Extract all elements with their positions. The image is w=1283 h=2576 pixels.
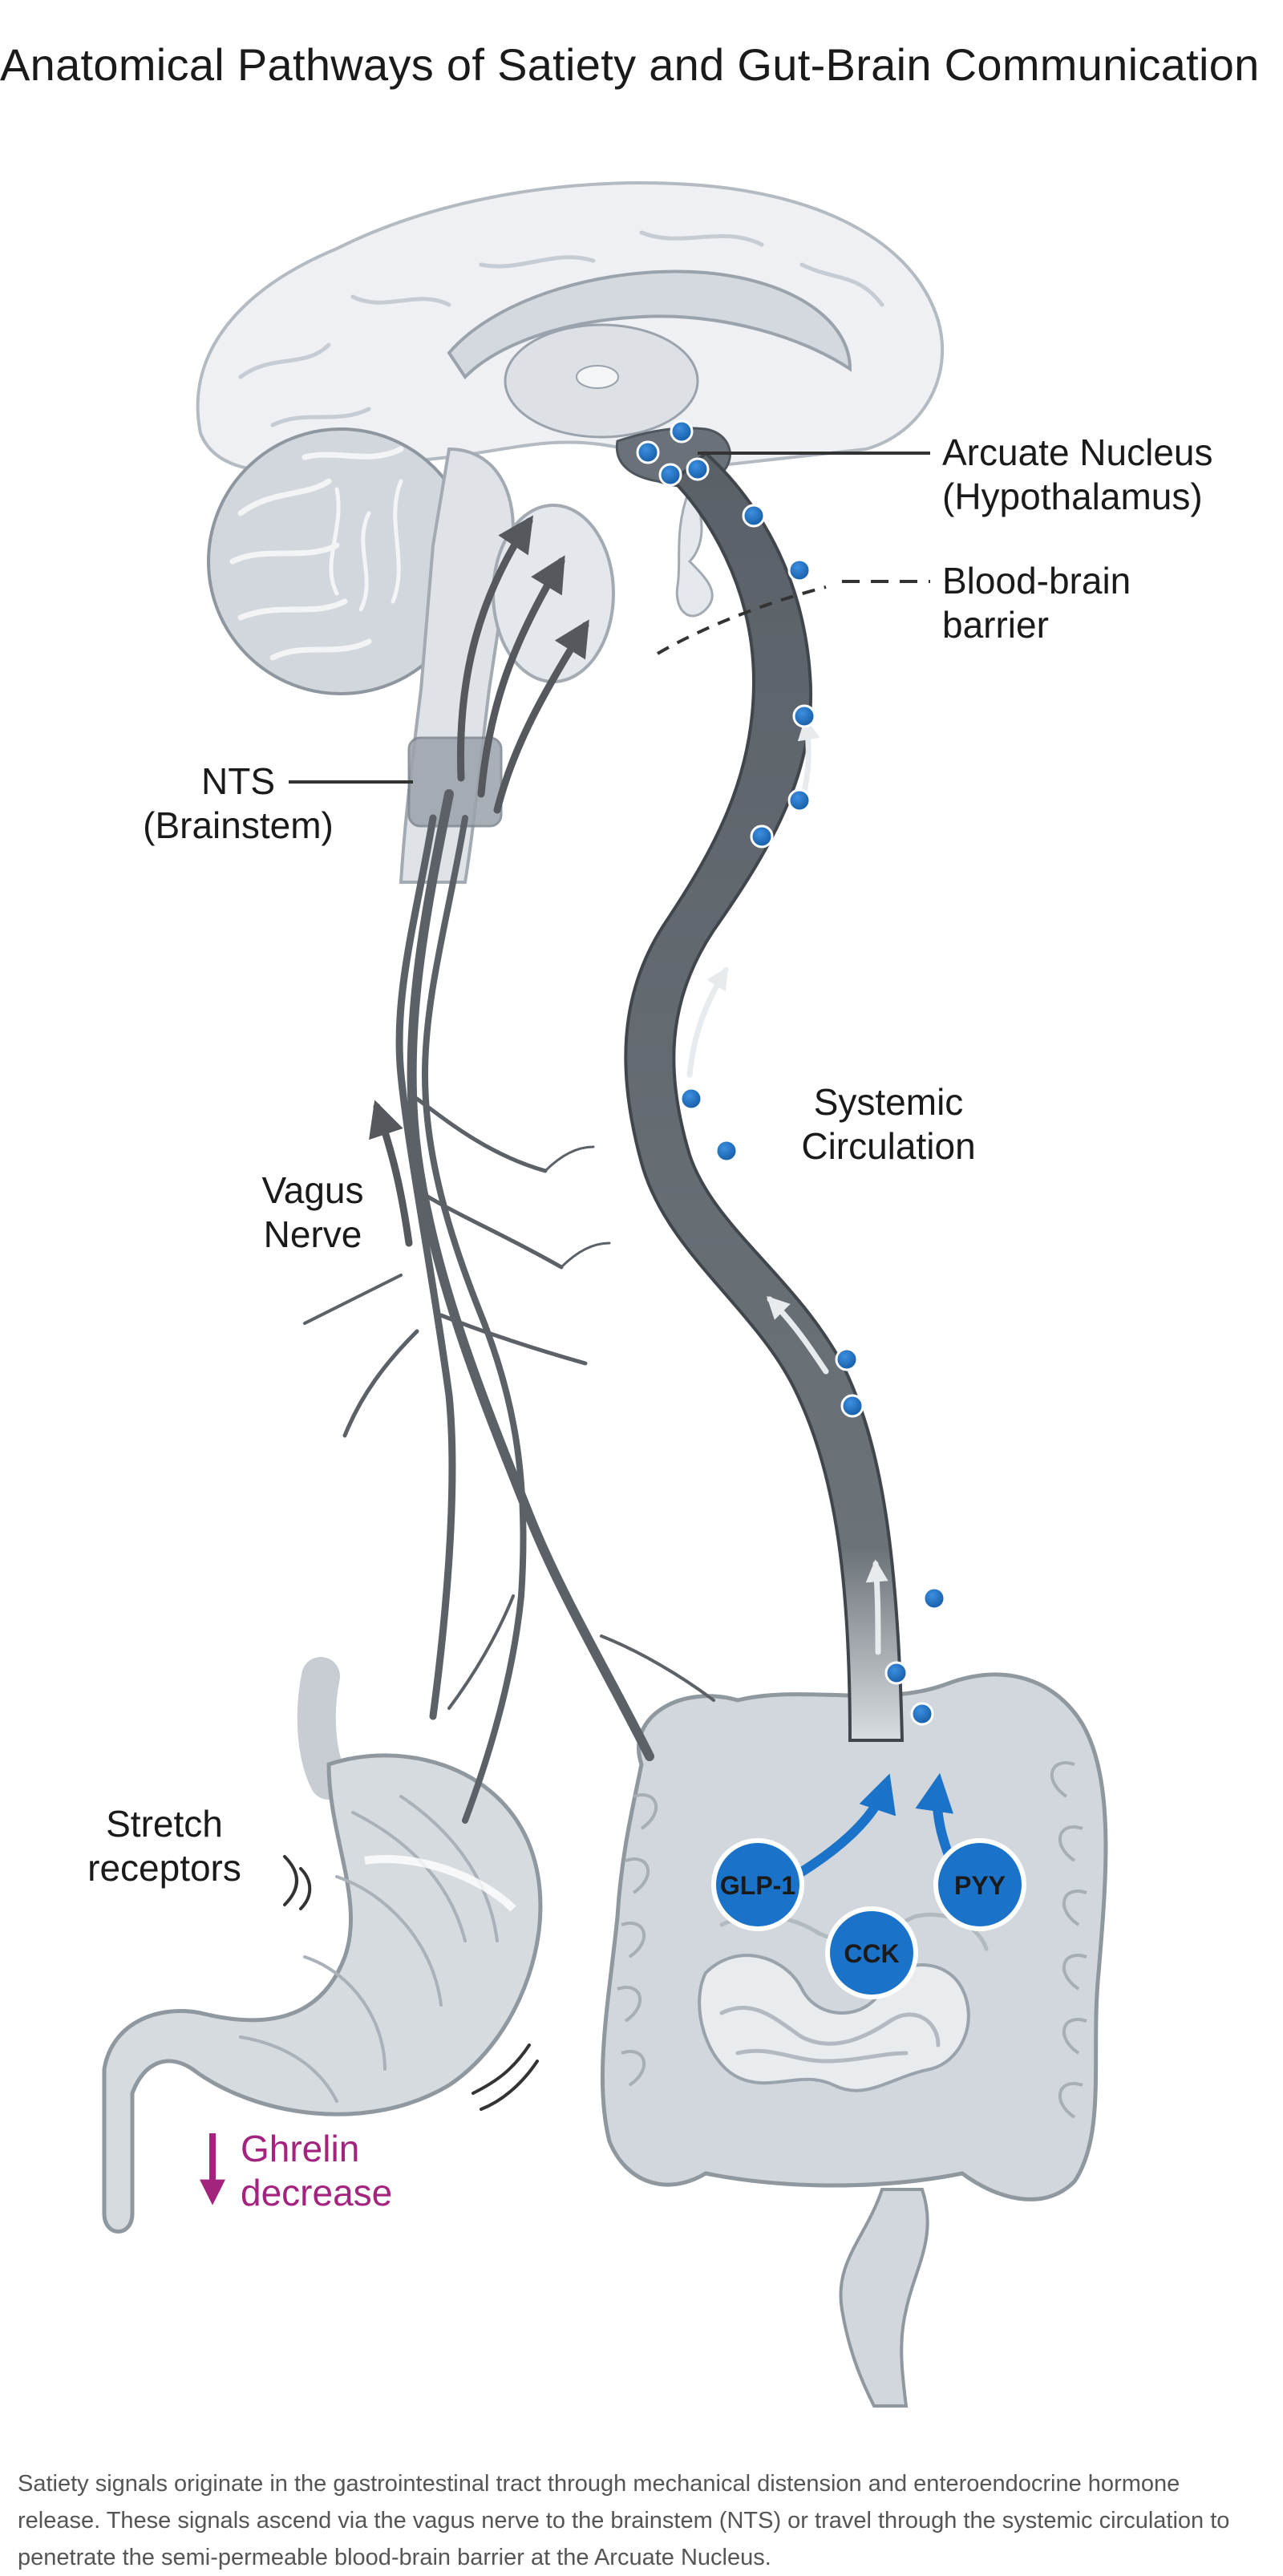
glp1-hormone: GLP-1 [711,1838,804,1931]
blood-vessel [624,451,905,1742]
diagram-caption: Satiety signals originate in the gastroi… [18,2471,1230,2570]
arcuate-label-line2: (Hypothalamus) [942,476,1203,517]
bbb-label-line2: barrier [942,604,1049,646]
pyy-hormone: PYY [933,1838,1026,1931]
brain-cortex [196,181,945,476]
pyy-label: PYY [954,1871,1006,1900]
ghrelin-label-line1: Ghrelin [241,2128,359,2169]
systemic-label-line1: Systemic [814,1081,964,1123]
vagus-label-line2: Nerve [264,1213,362,1255]
nts-label-line2: (Brainstem) [143,804,334,846]
stretch-label-line2: receptors [87,1847,241,1889]
stomach [102,1657,543,2234]
stretch-receptor-marks [283,1855,539,2111]
cck-hormone: CCK [825,1906,918,1999]
bbb-label-line1: Blood-brain [942,560,1131,601]
intestines [600,1672,1108,2408]
vagus-label-line1: Vagus [261,1169,363,1211]
gut-brain-diagram: GLP-1 PYY CCK Arcuate Nucleus (Hypothala… [87,181,1213,2408]
ghrelin-label-line2: decrease [241,2172,392,2213]
nts-label-line1: NTS [201,760,275,802]
circulation-flow-arrows [686,717,888,1655]
glp1-label: GLP-1 [720,1871,795,1900]
arcuate-label-line1: Arcuate Nucleus [942,431,1213,473]
systemic-label-line2: Circulation [801,1125,975,1167]
blood-brain-barrier-line [656,585,827,655]
nerve-signal-arrows [369,515,589,1247]
cck-label: CCK [844,1939,899,1968]
diagram-title: Anatomical Pathways of Satiety and Gut-B… [0,39,1260,90]
hormone-particles [636,419,946,1726]
stretch-label-line1: Stretch [106,1803,223,1845]
vagus-nerve [303,789,715,1824]
